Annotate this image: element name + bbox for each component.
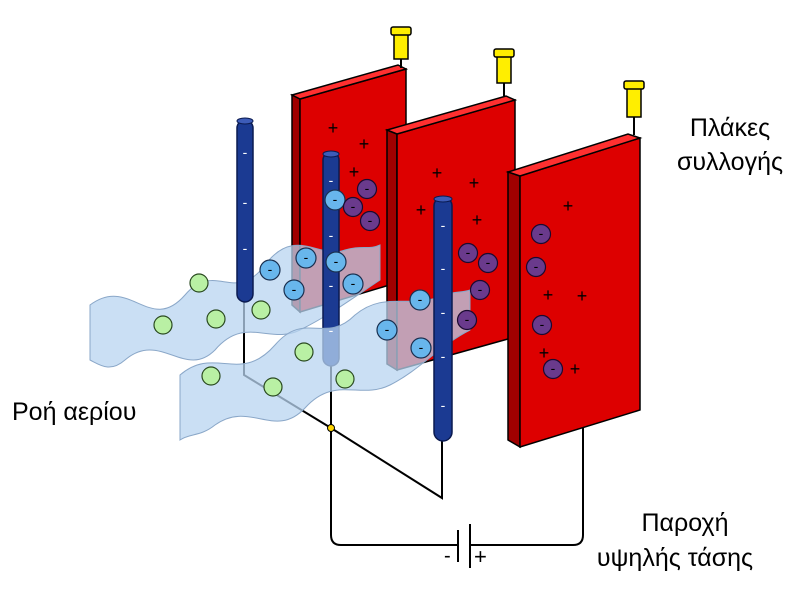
electrode-minus-sign: - <box>243 144 248 160</box>
collected-ion <box>457 242 479 264</box>
electrode-minus-sign: - <box>243 194 248 210</box>
negative-ion <box>283 279 305 301</box>
collection-plate-3 <box>505 133 643 449</box>
neutral-particle <box>294 342 314 362</box>
collected-ion-sign: - <box>539 225 544 241</box>
negative-ion-sign: - <box>292 281 297 297</box>
collected-ion-sign: - <box>466 244 471 260</box>
battery-negative-terminal: - <box>444 545 451 567</box>
negative-ion <box>295 247 317 269</box>
negative-ion <box>324 189 346 211</box>
negative-ion-sign: - <box>419 339 424 355</box>
collected-ion <box>477 252 499 274</box>
wire-to-plates-positive <box>470 410 584 546</box>
collected-ion <box>356 178 378 200</box>
electrode-minus-sign: - <box>329 227 334 243</box>
neutral-particle <box>153 315 173 335</box>
collected-ion <box>359 210 381 232</box>
insulator-1 <box>390 26 412 68</box>
battery-symbol <box>457 524 471 568</box>
positive-charges: ++++++++++++ <box>328 118 588 379</box>
collected-ion-sign: - <box>478 281 483 297</box>
electrode-minus-sign: - <box>441 348 446 364</box>
plus-sign: + <box>469 173 480 193</box>
plus-sign: + <box>577 286 588 306</box>
negative-ion <box>410 337 432 359</box>
neutral-particle <box>251 300 271 320</box>
wire-junction <box>327 424 335 432</box>
collected-ion-sign: - <box>365 180 370 196</box>
supply-label-line-2: υψηλής τάσης <box>596 544 754 572</box>
collected-ion <box>469 279 491 301</box>
electrode-minus-sign: - <box>329 172 334 188</box>
collected-ion <box>531 314 553 336</box>
plus-sign: + <box>543 285 554 305</box>
negative-ion-sign: - <box>351 275 356 291</box>
neutral-particle <box>206 309 226 329</box>
electrode-minus-sign: - <box>329 277 334 293</box>
electrode-minus-sign: - <box>329 322 334 338</box>
collected-ion-sign: - <box>486 254 491 270</box>
negative-ion-sign: - <box>334 253 339 269</box>
neutral-particle <box>335 369 355 389</box>
electrode-minus-sign: - <box>243 240 248 256</box>
negative-ion <box>409 289 431 311</box>
negative-ions: --------- <box>259 189 432 359</box>
neutral-particle <box>263 377 283 397</box>
plus-sign: + <box>563 196 574 216</box>
negative-ion-sign: - <box>268 261 273 277</box>
neutral-particles <box>153 273 355 397</box>
plates-label-line-1: Πλάκες <box>689 114 771 142</box>
gas-flow-label: Ροή αερίου <box>12 398 137 426</box>
insulator-2 <box>493 48 515 96</box>
electrode-charges: ------------ <box>243 144 446 413</box>
battery-positive-terminal: + <box>474 544 487 569</box>
negative-ion <box>376 319 398 341</box>
negative-ion-sign: - <box>418 291 423 307</box>
discharge-electrode-1 <box>236 117 254 303</box>
insulator-3 <box>623 80 645 135</box>
plus-sign: + <box>328 118 339 138</box>
negative-ion <box>259 259 281 281</box>
negative-ion <box>342 273 364 295</box>
plus-sign: + <box>472 210 483 230</box>
discharge-electrode-3 <box>433 195 453 442</box>
plus-sign: + <box>349 162 360 182</box>
plus-sign: + <box>432 163 443 183</box>
neutral-particle <box>189 273 209 293</box>
electrode-minus-sign: - <box>441 217 446 233</box>
negative-ion-sign: - <box>333 191 338 207</box>
collected-ion <box>542 358 564 380</box>
electrode-minus-sign: - <box>441 397 446 413</box>
collected-ions: ----------- <box>342 178 564 380</box>
collected-ion <box>342 196 364 218</box>
collected-ion-sign: - <box>368 212 373 228</box>
negative-ion <box>325 251 347 273</box>
plus-sign: + <box>539 343 550 363</box>
plates-label-line-2: συλλογής <box>676 148 784 176</box>
collected-ion-sign: - <box>465 311 470 327</box>
negative-ion-sign: - <box>385 321 390 337</box>
plus-sign: + <box>416 200 427 220</box>
collected-ion <box>456 309 478 331</box>
electrode-minus-sign: - <box>441 304 446 320</box>
wire-electrode-3 <box>330 427 443 500</box>
neutral-particle <box>201 366 221 386</box>
negative-ion-sign: - <box>304 249 309 265</box>
plus-sign: + <box>359 134 370 154</box>
collected-ion <box>530 223 552 245</box>
supply-label-line-1: Παροχή <box>641 509 729 537</box>
collected-ion-sign: - <box>540 316 545 332</box>
collected-ion-sign: - <box>534 258 539 274</box>
wire-to-battery-negative <box>330 428 458 546</box>
collected-ion-sign: - <box>351 198 356 214</box>
electrode-minus-sign: - <box>441 260 446 276</box>
plus-sign: + <box>570 359 581 379</box>
collected-ion <box>525 256 547 278</box>
collected-ion-sign: - <box>551 360 556 376</box>
